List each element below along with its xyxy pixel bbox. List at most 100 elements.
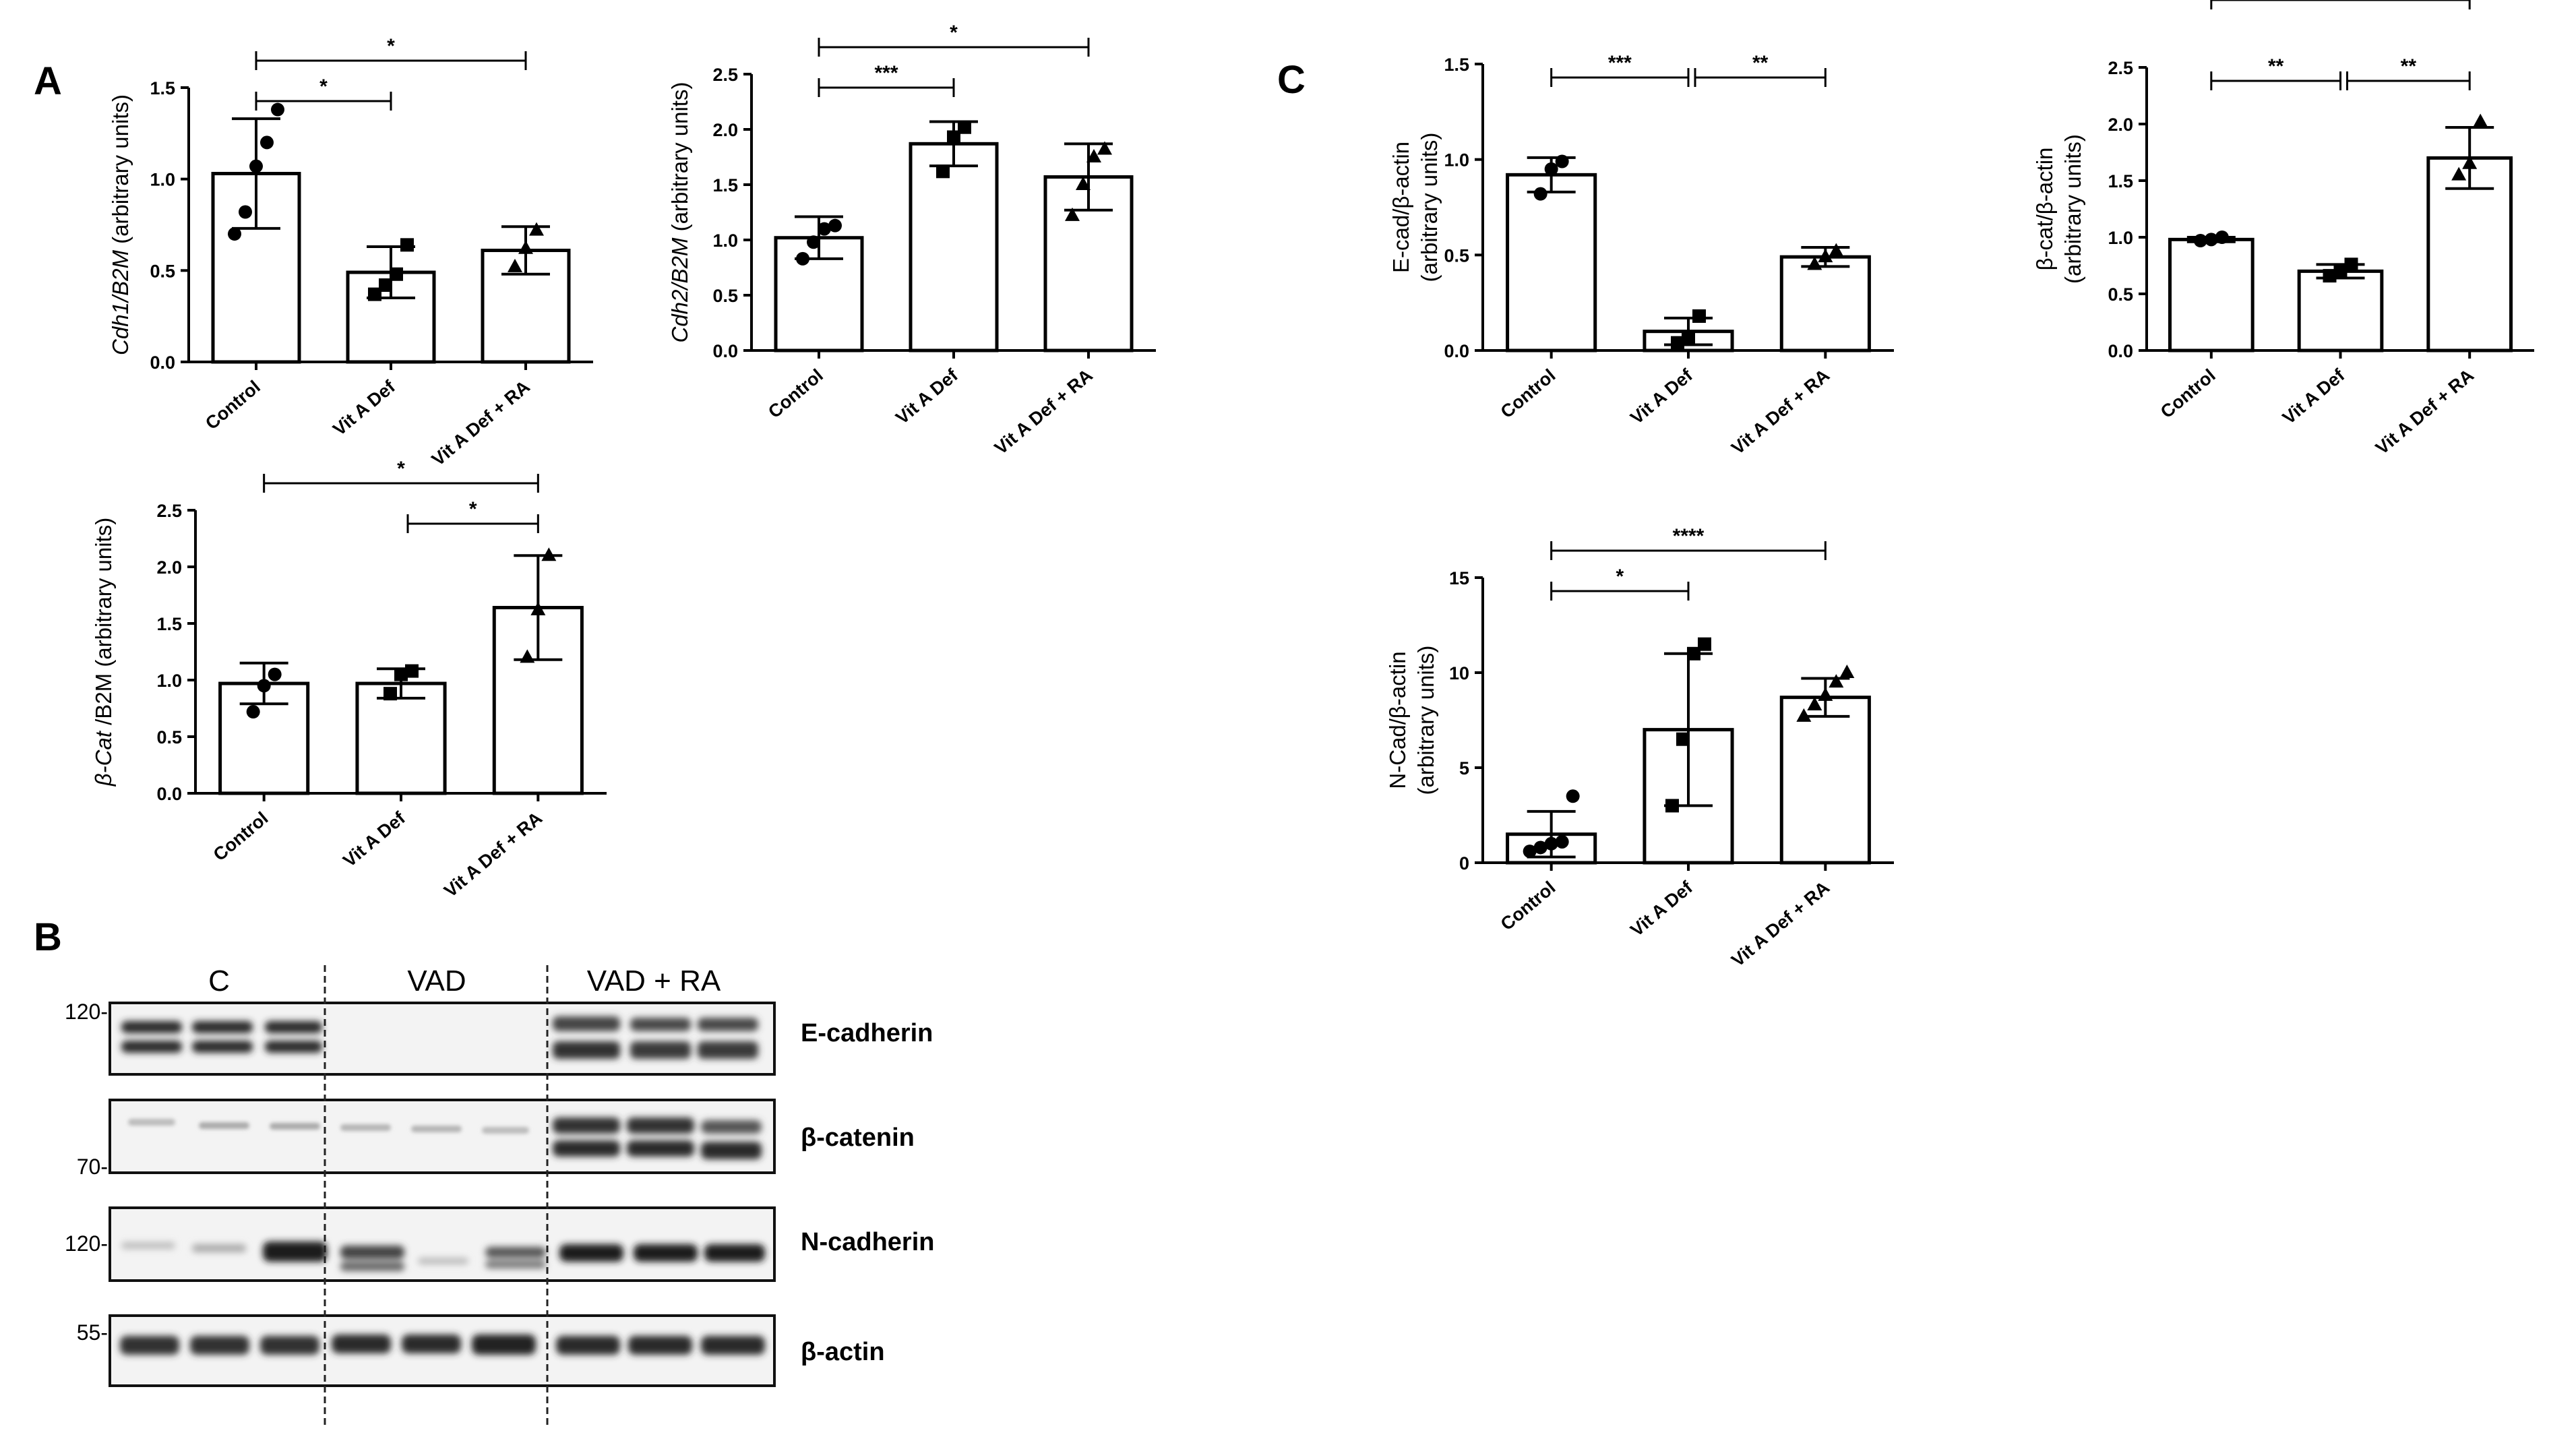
panel-label-a: A (34, 59, 62, 103)
data-point (508, 258, 522, 272)
x-tick-label: Control (1497, 878, 1560, 935)
data-point (1566, 789, 1580, 803)
data-point (271, 102, 284, 117)
data-point (1544, 162, 1558, 176)
y-tick-label: 0.0 (150, 352, 175, 373)
bar (355, 681, 447, 795)
y-tick-label: 1.5 (1444, 55, 1469, 75)
data-point (1692, 309, 1706, 323)
y-axis-label-italic: Cdh1/B2M (108, 250, 133, 355)
data-point (390, 267, 403, 281)
significance-label: *** (874, 62, 898, 84)
blot-bcatenin (109, 1099, 776, 1174)
y-tick-label: 2.0 (156, 557, 182, 578)
significance-label: * (469, 498, 477, 520)
y-axis-label-line: β-cat/β-actin (2032, 148, 2057, 271)
y-tick-label: 1.5 (156, 614, 182, 634)
y-tick-label: 2.5 (156, 501, 182, 521)
y-tick-label: 15 (1449, 568, 1469, 588)
data-point (2193, 234, 2207, 248)
y-tick-label: 5 (1459, 758, 1469, 778)
data-point (246, 705, 260, 719)
wb-protein-bcatenin: β-catenin (801, 1124, 915, 1152)
x-tick-label: Vit A Def (339, 807, 409, 871)
data-point (249, 159, 263, 173)
significance-label: * (319, 75, 328, 98)
data-point (2344, 257, 2358, 272)
data-point (1544, 836, 1558, 851)
y-tick-label: 1.5 (712, 175, 738, 195)
significance-label: * (397, 458, 405, 480)
y-axis-label-italic: Cdh2/B2M (667, 237, 692, 342)
bcat-bands-strong (553, 1117, 762, 1159)
data-point (1682, 330, 1695, 344)
data-point (1076, 177, 1091, 190)
data-point (1829, 243, 1844, 257)
bar (1779, 696, 1871, 865)
y-axis-label-rest: /B2M (arbitrary units) (91, 518, 116, 731)
data-point (2333, 263, 2348, 277)
data-point (239, 205, 252, 219)
data-point (1665, 799, 1679, 813)
x-tick-label: Control (764, 365, 827, 423)
data-point (936, 164, 950, 179)
data-point (228, 227, 241, 241)
significance-label: **** (1673, 525, 1705, 547)
y-tick-label: 10 (1449, 663, 1469, 683)
y-tick-label: 0.0 (1444, 341, 1469, 361)
bar (2168, 237, 2255, 352)
y-tick-label: 2.5 (712, 65, 738, 85)
data-point (958, 120, 971, 134)
data-point (2451, 166, 2467, 181)
wb-protein-bactin: β-actin (801, 1338, 885, 1366)
significance-label: * (387, 35, 395, 57)
x-tick-label: Vit A Def (1626, 877, 1696, 940)
significance-label: ** (2268, 55, 2284, 78)
data-point (518, 240, 533, 254)
data-point (379, 278, 392, 293)
data-point (1555, 154, 1569, 168)
chart-ecad-actin: 0.00.51.01.5E-cad/β-actin(arbitrary unit… (1388, 52, 1894, 458)
bcat-bands (128, 1119, 529, 1134)
data-point (2323, 269, 2337, 283)
y-axis-label: β-Cat /B2M (arbitrary units) (91, 518, 116, 787)
data-point (1086, 149, 1101, 162)
x-tick-label: Vit A Def + RA (428, 377, 534, 470)
data-point (2204, 233, 2218, 247)
wb-mw-120-top: 120- (65, 1000, 108, 1024)
data-point (257, 679, 271, 693)
y-tick-label: 0.5 (156, 727, 182, 747)
data-point (1796, 708, 1812, 722)
y-tick-label: 0.5 (2108, 284, 2133, 305)
y-tick-label: 0.5 (150, 261, 175, 281)
bar (2297, 269, 2384, 352)
western-blot: C VAD VAD + RA (65, 964, 934, 1429)
data-point (796, 251, 809, 266)
data-point (2462, 155, 2478, 169)
y-tick-label: 2.5 (2108, 58, 2133, 78)
significance-label: ** (1752, 52, 1769, 74)
y-axis-label-line: E-cad/β-actin (1388, 142, 1413, 273)
wb-group-label-vad: VAD (407, 964, 466, 998)
ecad-bands (121, 1016, 758, 1059)
x-tick-label: Control (2157, 365, 2219, 423)
x-tick-label: Vit A Def + RA (2372, 365, 2478, 459)
x-tick-label: Vit A Def + RA (991, 365, 1097, 459)
y-tick-label: 1.5 (2108, 171, 2133, 191)
data-point (1065, 207, 1080, 221)
x-tick-label: Vit A Def + RA (1727, 878, 1833, 971)
panel-label-b: B (34, 915, 62, 959)
x-tick-label: Vit A Def + RA (440, 808, 546, 902)
data-point (394, 667, 408, 681)
y-axis-label-line: (arbitrary units) (1413, 646, 1438, 795)
y-tick-label: 0.5 (712, 286, 738, 306)
data-point (405, 664, 419, 678)
significance-label: ** (2401, 55, 2417, 78)
data-point (1807, 696, 1822, 710)
data-point (520, 649, 535, 663)
significance-label: * (950, 22, 958, 44)
chart-bcat-b2m: 0.00.51.01.52.02.5β-Cat /B2M (arbitrary … (91, 458, 607, 901)
bar (1779, 255, 1871, 352)
